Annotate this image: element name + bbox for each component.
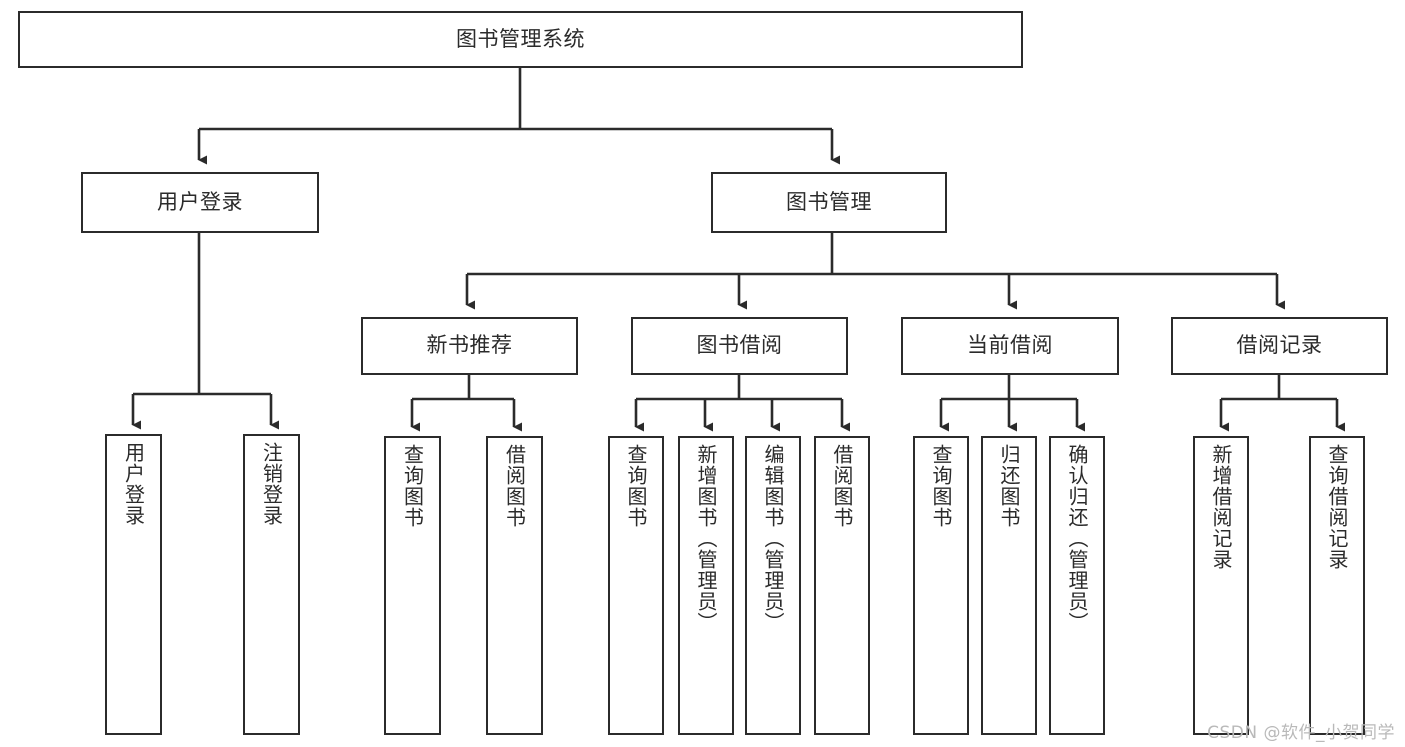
node-leaf-query-book-1-label: 查询图书 [400, 444, 425, 528]
node-root-system-label: 图书管理系统 [456, 26, 585, 51]
node-user-login[interactable]: 用户登录 [81, 172, 319, 233]
watermark-text: CSDN @软件_小贺同学 [1207, 723, 1395, 743]
node-leaf-query-book-3-label: 查询图书 [929, 444, 953, 528]
node-leaf-borrow-book-2[interactable]: 借阅图书 [814, 436, 870, 735]
node-leaf-query-record[interactable]: 查询借阅记录 [1309, 436, 1365, 735]
node-new-book-rec-label: 新书推荐 [426, 333, 513, 358]
node-leaf-user-login-label: 用户登录 [121, 442, 146, 526]
node-leaf-query-record-label: 查询借阅记录 [1325, 444, 1349, 570]
node-leaf-borrow-book-1[interactable]: 借阅图书 [486, 436, 543, 735]
node-leaf-return-book[interactable]: 归还图书 [981, 436, 1037, 735]
node-leaf-add-book[interactable]: 新增图书（管理员） [678, 436, 734, 735]
node-leaf-borrow-book-2-label: 借阅图书 [830, 444, 854, 528]
node-current-borrow-label: 当前借阅 [967, 333, 1053, 358]
node-leaf-query-book-3[interactable]: 查询图书 [913, 436, 969, 735]
node-book-manage[interactable]: 图书管理 [711, 172, 947, 233]
node-leaf-query-book-2-label: 查询图书 [624, 444, 648, 528]
node-leaf-logout[interactable]: 注销登录 [243, 434, 300, 735]
node-borrow-record[interactable]: 借阅记录 [1171, 317, 1388, 375]
node-leaf-edit-book[interactable]: 编辑图书（管理员） [745, 436, 801, 735]
node-book-borrow-label: 图书借阅 [696, 333, 783, 358]
node-current-borrow[interactable]: 当前借阅 [901, 317, 1119, 375]
node-leaf-borrow-book-1-label: 借阅图书 [502, 444, 527, 528]
node-leaf-return-book-label: 归还图书 [997, 444, 1021, 528]
node-leaf-add-record-label: 新增借阅记录 [1209, 444, 1233, 570]
node-leaf-confirm-return-label: 确认归还（管理员） [1065, 444, 1089, 633]
node-leaf-user-login[interactable]: 用户登录 [105, 434, 162, 735]
node-new-book-rec[interactable]: 新书推荐 [361, 317, 578, 375]
node-leaf-edit-book-label: 编辑图书（管理员） [761, 444, 785, 633]
node-leaf-add-record[interactable]: 新增借阅记录 [1193, 436, 1249, 735]
node-book-manage-label: 图书管理 [786, 189, 872, 214]
node-root-system[interactable]: 图书管理系统 [18, 11, 1023, 68]
node-leaf-query-book-1[interactable]: 查询图书 [384, 436, 441, 735]
node-user-login-label: 用户登录 [157, 189, 243, 214]
node-borrow-record-label: 借阅记录 [1236, 333, 1323, 358]
node-book-borrow[interactable]: 图书借阅 [631, 317, 848, 375]
node-leaf-query-book-2[interactable]: 查询图书 [608, 436, 664, 735]
node-leaf-confirm-return[interactable]: 确认归还（管理员） [1049, 436, 1105, 735]
node-leaf-add-book-label: 新增图书（管理员） [694, 444, 718, 633]
node-leaf-logout-label: 注销登录 [259, 442, 284, 526]
